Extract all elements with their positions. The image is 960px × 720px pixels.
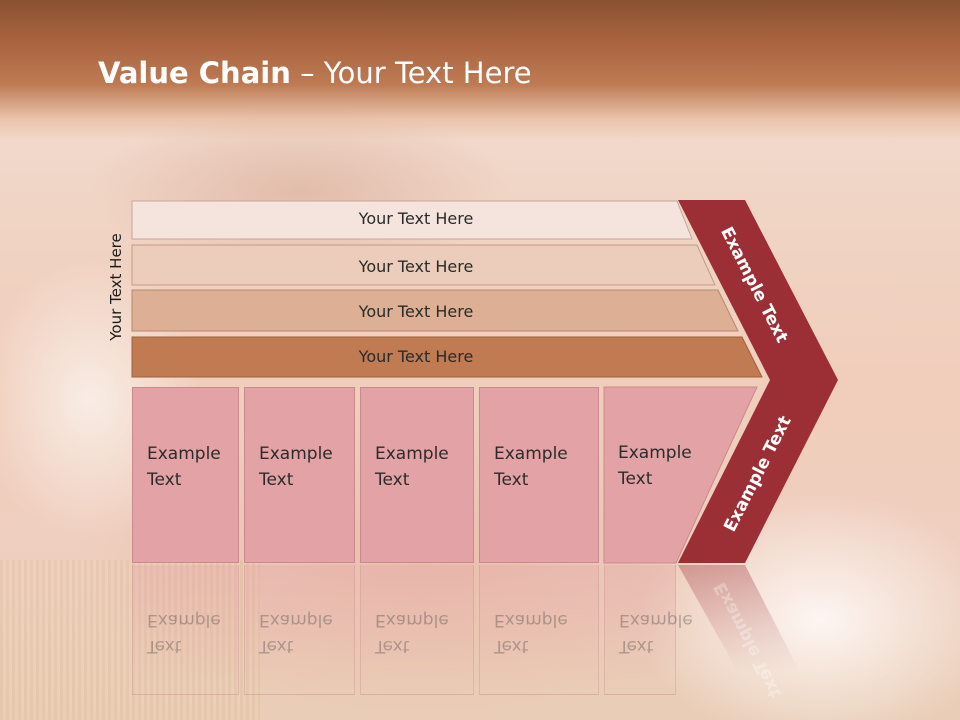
chevron-lower	[678, 380, 838, 563]
reflection-line: Text	[259, 636, 294, 656]
bar-label: Your Text Here	[358, 209, 474, 228]
title-band	[0, 0, 960, 140]
chevron-reflection	[678, 565, 800, 672]
title-bold: Value Chain	[98, 56, 291, 90]
box-line1: Example	[494, 444, 568, 464]
box-line1: Example	[147, 444, 221, 464]
reflection-line: Text	[619, 636, 654, 656]
title-rest: – Your Text Here	[290, 56, 532, 90]
background-mat	[0, 560, 260, 720]
reflection-line: Text	[375, 636, 410, 656]
reflection-line: Text	[494, 636, 529, 656]
reflection-line: Example	[375, 610, 449, 630]
last-box-shape	[603, 386, 758, 564]
reflection-line: Example	[147, 610, 221, 630]
box-line1: Example	[618, 443, 692, 463]
bar-4-shape	[131, 336, 763, 378]
box-reflection: Text Example	[244, 565, 355, 695]
reflection-line: Example	[259, 610, 333, 630]
box-reflection: Text Example	[604, 565, 693, 695]
box-line2: Text	[618, 469, 653, 489]
box-line2: Text	[259, 470, 294, 490]
box-line1: Example	[259, 444, 333, 464]
chevron-upper	[678, 200, 838, 380]
bar-3-shape	[131, 289, 739, 332]
box-line1: Example	[375, 444, 449, 464]
box-reflection: Text Example	[479, 565, 599, 695]
reflection-line: Example	[619, 610, 693, 630]
reflection-line: Example	[494, 610, 568, 630]
box-line2: Text	[147, 470, 182, 490]
bar-label: Your Text Here	[358, 257, 474, 276]
bar-2-shape	[131, 244, 716, 286]
box-line2: Text	[375, 470, 410, 490]
bar-label: Your Text Here	[358, 302, 474, 321]
slide-title: Value Chain – Your Text Here	[98, 56, 532, 90]
box-reflection: Text Example	[360, 565, 474, 695]
bar-label: Your Text Here	[358, 347, 474, 366]
bar-1-shape	[131, 200, 693, 240]
reflection-line: Text	[147, 636, 182, 656]
box-reflection: Text Example	[132, 565, 239, 695]
box-line2: Text	[494, 470, 529, 490]
